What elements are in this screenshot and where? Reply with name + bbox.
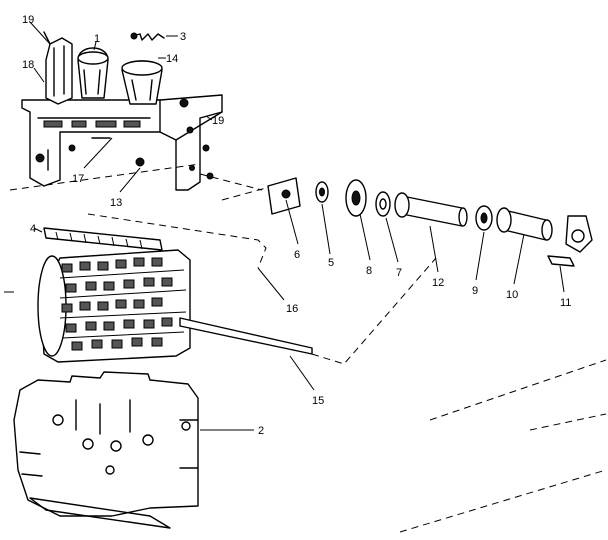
- bracket-part-11: [547, 215, 593, 267]
- callout-17: 17: [72, 173, 84, 185]
- switch-frame-bracket: [21, 94, 223, 191]
- callout-13: 13: [110, 197, 122, 209]
- cam-wheel-part-8: [345, 179, 367, 217]
- base-plate-part-2: [13, 371, 199, 529]
- plate-part-6: [267, 177, 301, 215]
- callout-3: 3: [180, 31, 186, 43]
- callout-12: 12: [432, 277, 444, 289]
- cam-cup-right: [121, 60, 163, 105]
- callout-4: 4: [30, 223, 36, 235]
- callout-1: 1: [94, 33, 100, 45]
- callout-19b: 19: [212, 115, 224, 127]
- spring-part-3: [130, 32, 165, 41]
- callout-15: 15: [312, 395, 324, 407]
- leader-lines: [4, 21, 565, 431]
- callout-2: 2: [258, 425, 264, 437]
- contact-strip-top: [43, 227, 163, 251]
- cam-cup-left: [77, 47, 109, 99]
- shaft-part-15: [179, 317, 313, 355]
- contact-drum-rotor: [37, 249, 191, 363]
- callout-7: 7: [396, 267, 402, 279]
- washer-part-5: [315, 181, 329, 203]
- clip-part-19-18: [43, 31, 73, 105]
- callout-9: 9: [472, 285, 478, 297]
- callout-11: 11: [560, 297, 571, 309]
- callout-6: 6: [294, 249, 300, 261]
- callout-18: 18: [22, 59, 34, 71]
- callout-14: 14: [166, 53, 178, 65]
- callout-16: 16: [286, 303, 298, 315]
- ring-part-7: [375, 191, 391, 217]
- assembly-dashed-lines: [9, 163, 607, 533]
- callout-19: 19: [22, 14, 34, 26]
- callout-10: 10: [506, 289, 518, 301]
- callout-8: 8: [366, 265, 372, 277]
- gear-part-9: [475, 205, 493, 231]
- sleeve-part-12: [394, 192, 468, 227]
- bushing-part-10: [496, 207, 553, 241]
- callout-labels: 19 1 3 14 18 19 17 13 4 16 15 2 6 5 8 7 …: [22, 14, 571, 437]
- callout-5: 5: [328, 257, 334, 269]
